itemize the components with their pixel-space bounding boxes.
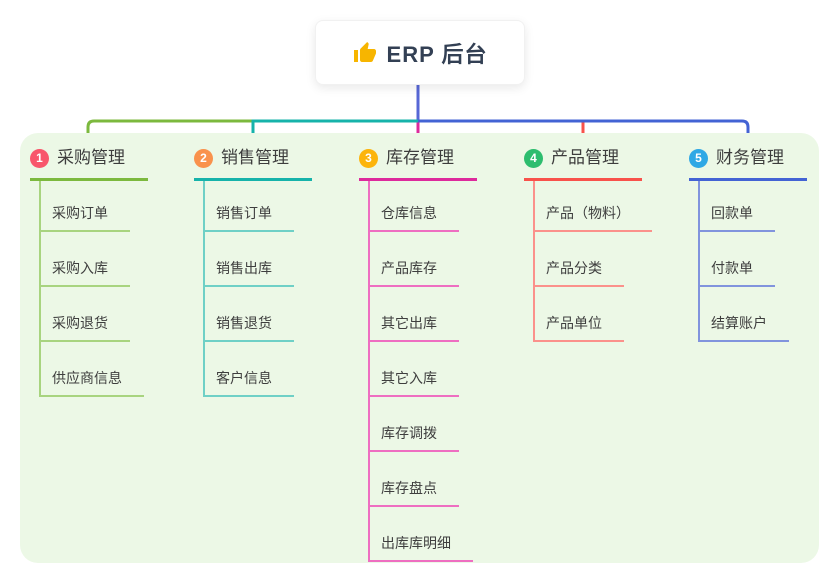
thumbs-up-icon bbox=[353, 41, 377, 65]
branch-node-1[interactable]: 1 采购管理 bbox=[30, 146, 148, 181]
branch-column-1: 1 采购管理采购订单采购入库采购退货供应商信息 bbox=[30, 146, 148, 397]
node-item[interactable]: 采购订单 bbox=[41, 181, 130, 232]
branch-title: 财务管理 bbox=[716, 148, 784, 167]
branch-node-5[interactable]: 5 财务管理 bbox=[689, 146, 807, 181]
node-item[interactable]: 付款单 bbox=[700, 232, 775, 287]
branch-number-badge: 1 bbox=[30, 148, 49, 168]
branch-node-2[interactable]: 2 销售管理 bbox=[194, 146, 312, 181]
branch-title: 产品管理 bbox=[551, 148, 619, 167]
node-item[interactable]: 仓库信息 bbox=[370, 181, 459, 232]
node-item[interactable]: 出库库明细 bbox=[370, 507, 473, 562]
branch-item-list: 销售订单销售出库销售退货客户信息 bbox=[203, 181, 312, 397]
node-item[interactable]: 库存盘点 bbox=[370, 452, 459, 507]
node-item[interactable]: 回款单 bbox=[700, 181, 775, 232]
node-item[interactable]: 库存调拨 bbox=[370, 397, 459, 452]
branch-item-list: 产品（物料）产品分类产品单位 bbox=[533, 181, 652, 342]
root-node-erp[interactable]: ERP 后台 bbox=[315, 20, 525, 85]
node-item[interactable]: 采购入库 bbox=[41, 232, 130, 287]
node-item[interactable]: 销售订单 bbox=[205, 181, 294, 232]
group-background-panel bbox=[20, 133, 819, 563]
node-item[interactable]: 结算账户 bbox=[700, 287, 789, 342]
node-item[interactable]: 产品单位 bbox=[535, 287, 624, 342]
branch-item-list: 仓库信息产品库存其它出库其它入库库存调拨库存盘点出库库明细 bbox=[368, 181, 477, 562]
node-item[interactable]: 其它入库 bbox=[370, 342, 459, 397]
node-item[interactable]: 销售退货 bbox=[205, 287, 294, 342]
branch-title: 销售管理 bbox=[221, 148, 289, 167]
branch-node-3[interactable]: 3 库存管理 bbox=[359, 146, 477, 181]
node-item[interactable]: 产品（物料） bbox=[535, 181, 652, 232]
branch-node-4[interactable]: 4 产品管理 bbox=[524, 146, 642, 181]
root-node-title: ERP 后台 bbox=[386, 41, 488, 67]
branch-column-4: 4 产品管理产品（物料）产品分类产品单位 bbox=[524, 146, 652, 342]
branch-title: 采购管理 bbox=[57, 148, 125, 167]
node-item[interactable]: 采购退货 bbox=[41, 287, 130, 342]
branch-number-badge: 4 bbox=[524, 148, 543, 168]
node-item[interactable]: 销售出库 bbox=[205, 232, 294, 287]
branch-column-3: 3 库存管理仓库信息产品库存其它出库其它入库库存调拨库存盘点出库库明细 bbox=[359, 146, 477, 562]
branch-item-list: 采购订单采购入库采购退货供应商信息 bbox=[39, 181, 148, 397]
node-item[interactable]: 客户信息 bbox=[205, 342, 294, 397]
node-item[interactable]: 其它出库 bbox=[370, 287, 459, 342]
branch-column-5: 5 财务管理回款单付款单结算账户 bbox=[689, 146, 807, 342]
node-item[interactable]: 产品分类 bbox=[535, 232, 624, 287]
branch-item-list: 回款单付款单结算账户 bbox=[698, 181, 807, 342]
node-item[interactable]: 供应商信息 bbox=[41, 342, 144, 397]
node-item[interactable]: 产品库存 bbox=[370, 232, 459, 287]
branch-number-badge: 3 bbox=[359, 148, 378, 168]
branch-title: 库存管理 bbox=[386, 148, 454, 167]
branch-number-badge: 2 bbox=[194, 148, 213, 168]
branch-column-2: 2 销售管理销售订单销售出库销售退货客户信息 bbox=[194, 146, 312, 397]
branch-number-badge: 5 bbox=[689, 148, 708, 168]
